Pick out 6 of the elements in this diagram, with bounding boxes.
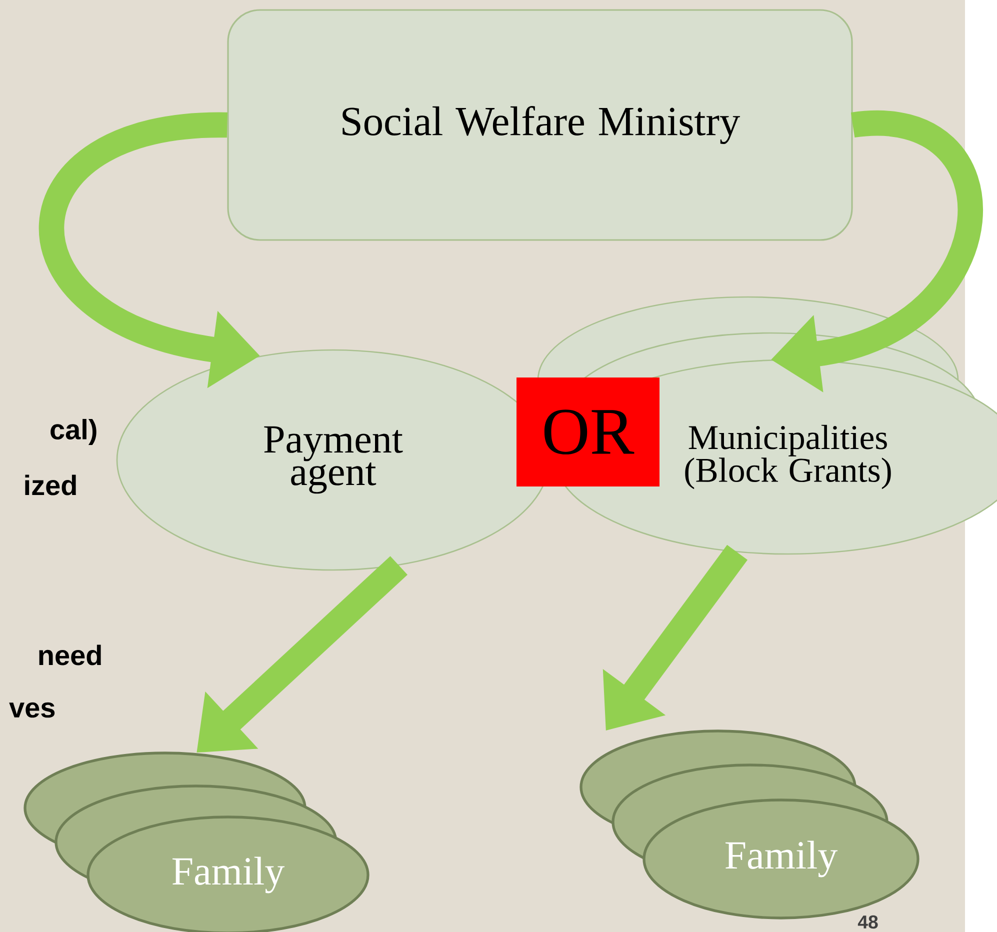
- ellipse-stack: Family: [24, 752, 370, 932]
- label-box: OR: [516, 378, 660, 486]
- text-fragment: ves: [9, 702, 55, 718]
- text-fragment: need: [39, 644, 101, 666]
- text-fragment: ized: [25, 474, 76, 496]
- rounded-box: Social Welfare Ministry: [227, 9, 853, 241]
